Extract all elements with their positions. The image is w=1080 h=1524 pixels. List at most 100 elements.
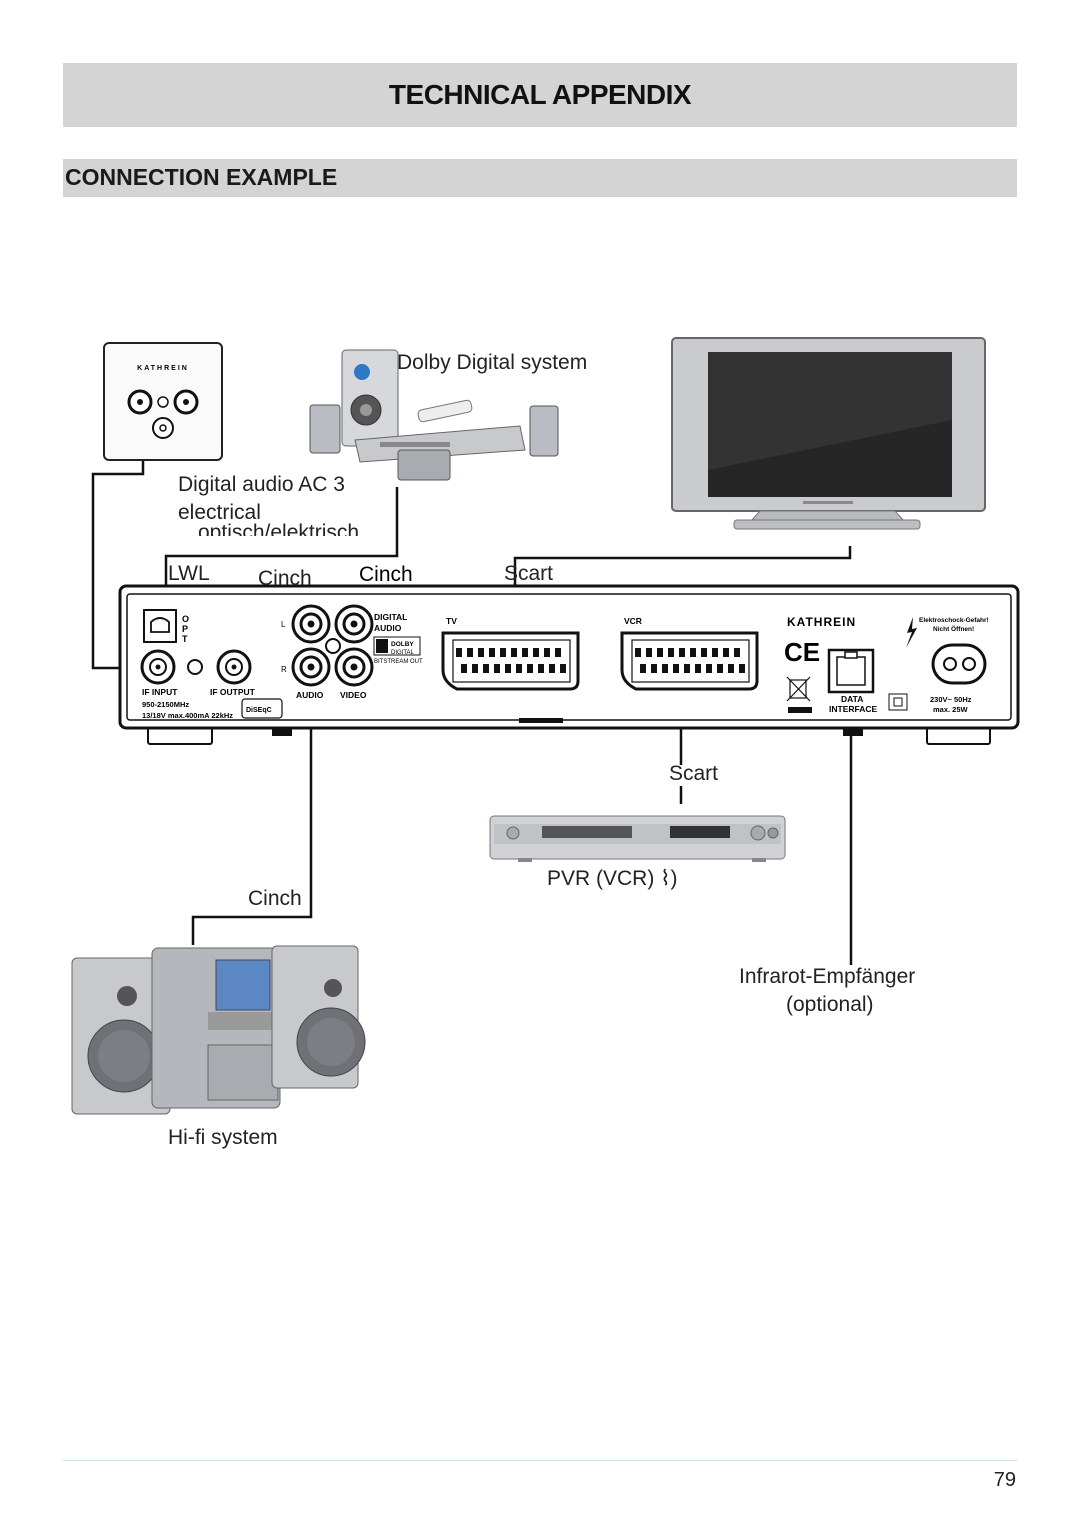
receiver-brand: KATHREIN (787, 615, 856, 629)
pvr-label: PVR (VCR) ⌇) (547, 866, 677, 891)
interface-label: INTERFACE (829, 704, 878, 714)
scart-pin (668, 648, 674, 657)
data-label: DATA (841, 694, 863, 704)
scart-pin (701, 648, 707, 657)
dolby-digital-label: DIGITAL (391, 650, 415, 656)
weee-bin-icon (786, 676, 811, 702)
scart-pin (560, 664, 566, 673)
cinch-hifi-label: Cinch (248, 887, 302, 910)
warning-label-2: Nicht Öffnen! (933, 624, 974, 633)
electrical-label: electrical (178, 501, 261, 524)
scart-pin (739, 664, 745, 673)
scart-pin (549, 664, 555, 673)
if-output-label: IF OUTPUT (210, 687, 256, 697)
scart-pin (728, 664, 734, 673)
scart-pin (679, 648, 685, 657)
scart-vcr-label: Scart (669, 762, 719, 785)
tv-scart-label: TV (446, 616, 457, 626)
warning-label-1: Elektroschock-Gefahr! (919, 617, 989, 624)
wall-socket: KATHREIN (103, 342, 223, 461)
wall-socket-brand: KATHREIN (137, 365, 189, 372)
scart-pin (505, 664, 511, 673)
optisch-label: optisch/elektrisch (198, 521, 360, 536)
scart-pin (456, 648, 462, 657)
power-spec-label: 13/18V max.400mA 22kHz (142, 711, 233, 720)
dolby-system-image (309, 349, 559, 481)
tv-scart-pins (456, 648, 566, 673)
section-title: CONNECTION EXAMPLE (65, 164, 338, 190)
lwl-label: LWL (168, 562, 210, 585)
video-label: VIDEO (340, 690, 367, 700)
scart-pin (695, 664, 701, 673)
voltage-label: 230V~ 50Hz (930, 695, 972, 704)
scart-pin (494, 664, 500, 673)
scart-pin (527, 664, 533, 673)
scart-pin (489, 648, 495, 657)
ce-mark: CE (784, 637, 820, 667)
scart-pin (500, 648, 506, 657)
audio-r-label: R (281, 665, 287, 674)
lightning-icon (906, 617, 917, 648)
digital-audio-label: Digital audio AC 3 (178, 473, 345, 496)
audio-l-label: L (281, 620, 286, 629)
scart-pin (706, 664, 712, 673)
dolby-system-label: Dolby Digital system (397, 351, 588, 374)
scart-pin (723, 648, 729, 657)
if-input-label: IF INPUT (142, 687, 178, 697)
pvr-label-text: PVR (VCR) (547, 867, 655, 890)
digital-audio-label-2: AUDIO (374, 623, 402, 633)
optional-label: (optional) (786, 993, 874, 1016)
scart-pin (544, 648, 550, 657)
scart-pin (538, 664, 544, 673)
cinch-label-2: Cinch (359, 563, 413, 586)
page-number: 79 (993, 1469, 1016, 1491)
vcr-scart-label: VCR (624, 616, 642, 626)
footer-rule (63, 1460, 1017, 1461)
scart-pin (651, 664, 657, 673)
scart-pin (522, 648, 528, 657)
power-label: max. 25W (933, 705, 969, 714)
scart-pin (516, 664, 522, 673)
scart-pin (712, 648, 718, 657)
infrared-label: Infrarot-Empfänger (739, 965, 916, 988)
scart-pin (662, 664, 668, 673)
section-header: CONNECTION EXAMPLE (63, 159, 1017, 197)
scart-pin (511, 648, 517, 657)
opt-p: P (182, 624, 188, 634)
scart-pin (467, 648, 473, 657)
hifi-image (71, 945, 366, 1115)
scart-pin (483, 664, 489, 673)
scart-pin (657, 648, 663, 657)
bitstream-label: BITSTREAM OUT (374, 659, 423, 665)
optical-cable (164, 487, 399, 610)
scart-pin (673, 664, 679, 673)
tv-image (671, 337, 986, 530)
receiver-back-panel: O P T IF INPUT IF OUTPUT 950-2150MHz 13/… (118, 584, 1020, 745)
audio-label: AUDIO (296, 690, 324, 700)
scart-pin (555, 648, 561, 657)
freq-label: 950-2150MHz (142, 700, 189, 709)
pvr-remote-symbol: ⌇) (660, 867, 678, 890)
scart-pin (478, 648, 484, 657)
digital-audio-label: DIGITAL (374, 612, 407, 622)
scart-pin (690, 648, 696, 657)
hifi-label: Hi-fi system (168, 1126, 278, 1149)
diseqc-label: DiSEqC (246, 707, 272, 714)
dolby-label: DOLBY (391, 641, 414, 648)
opt-t: T (182, 634, 188, 644)
chapter-header: TECHNICAL APPENDIX (63, 63, 1017, 127)
scart-pin (640, 664, 646, 673)
scart-tv-label: Scart (504, 562, 554, 585)
scart-pin (734, 648, 740, 657)
scart-pin (684, 664, 690, 673)
scart-pin (646, 648, 652, 657)
chapter-title: TECHNICAL APPENDIX (388, 79, 692, 110)
pvr-image (489, 815, 786, 862)
vcr-scart-pins (635, 648, 745, 673)
scart-pin (461, 664, 467, 673)
scart-pin (717, 664, 723, 673)
scart-pin (635, 648, 641, 657)
cinch-label-1: Cinch (258, 567, 312, 590)
scart-pin (472, 664, 478, 673)
